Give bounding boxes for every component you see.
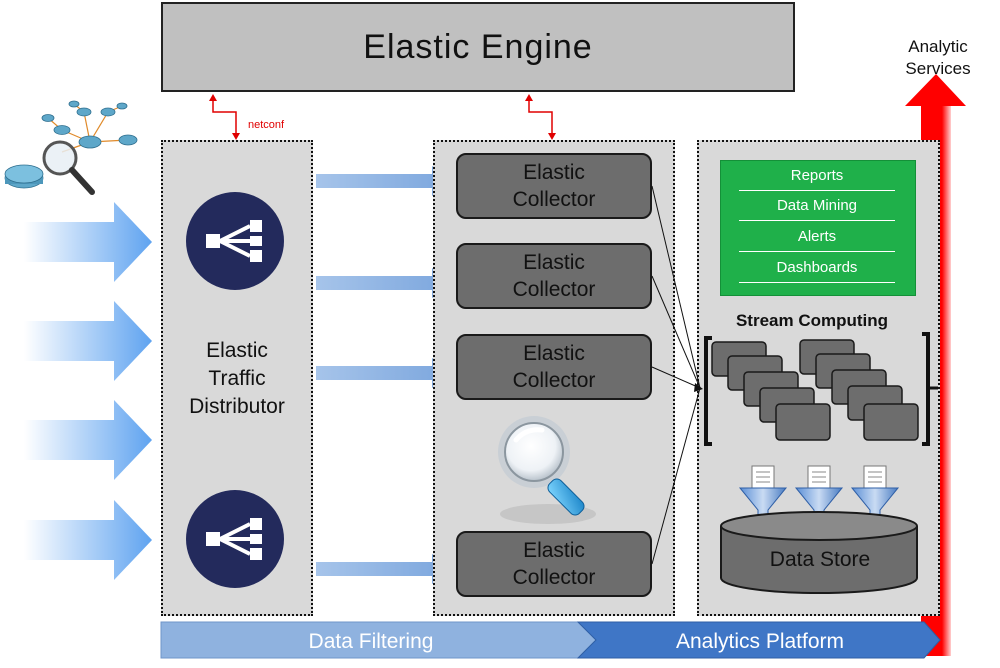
report-item-reports: Reports [739,162,895,191]
distributor-label: Elastic Traffic Distributor [165,337,309,421]
elastic-engine-box: Elastic Engine [161,2,795,92]
reports-box: Reports Data Mining Alerts Dashboards [720,160,916,296]
analytic-services-label: Analytic Services [890,36,986,80]
collector-label-line1: Elastic [523,539,585,562]
network-topology-icon [4,100,138,195]
collector-label-line1: Elastic [523,342,585,365]
data-filtering-label: Data Filtering [308,630,434,653]
distributor-label-line: Traffic [208,367,266,390]
collector-label-line2: Collector [512,188,596,211]
report-item-data-mining: Data Mining [739,192,895,221]
report-item-alerts: Alerts [739,223,895,252]
stream-computing-label: Stream Computing [735,311,889,330]
elastic-collector-3: Elastic Collector [456,334,652,400]
data-store-label: Data Store [769,548,871,571]
elastic-collector-4: Elastic Collector [456,531,652,597]
magnifier-icon [498,416,596,524]
netconf-label: netconf [248,119,285,131]
elastic-engine-title: Elastic Engine [363,27,593,66]
elastic-collector-2: Elastic Collector [456,243,652,309]
analytics-platform-label: Analytics Platform [675,630,845,653]
collector-label-line2: Collector [512,278,596,301]
elastic-collector-1: Elastic Collector [456,153,652,219]
distributor-label-line: Distributor [189,395,285,418]
collector-label-line2: Collector [512,566,596,589]
data-store-cylinder [720,511,918,594]
analytic-services-line2: Services [905,59,971,78]
distributor-collector-arrows [316,166,456,584]
incoming-traffic-arrows [24,202,152,580]
distributor-label-line: Elastic [206,339,268,362]
bottom-bar [160,621,941,659]
stream-computing-blocks [704,332,938,446]
collector-label-line1: Elastic [523,251,585,274]
collector-label-line1: Elastic [523,161,585,184]
distributor-icon [186,490,284,588]
funnel-document-icons [738,465,900,525]
analytic-services-line1: Analytic [908,37,968,56]
netconf-connectors [209,94,556,140]
report-item-dashboards: Dashboards [739,254,895,283]
collector-label-line2: Collector [512,369,596,392]
distributor-icon [186,192,284,290]
